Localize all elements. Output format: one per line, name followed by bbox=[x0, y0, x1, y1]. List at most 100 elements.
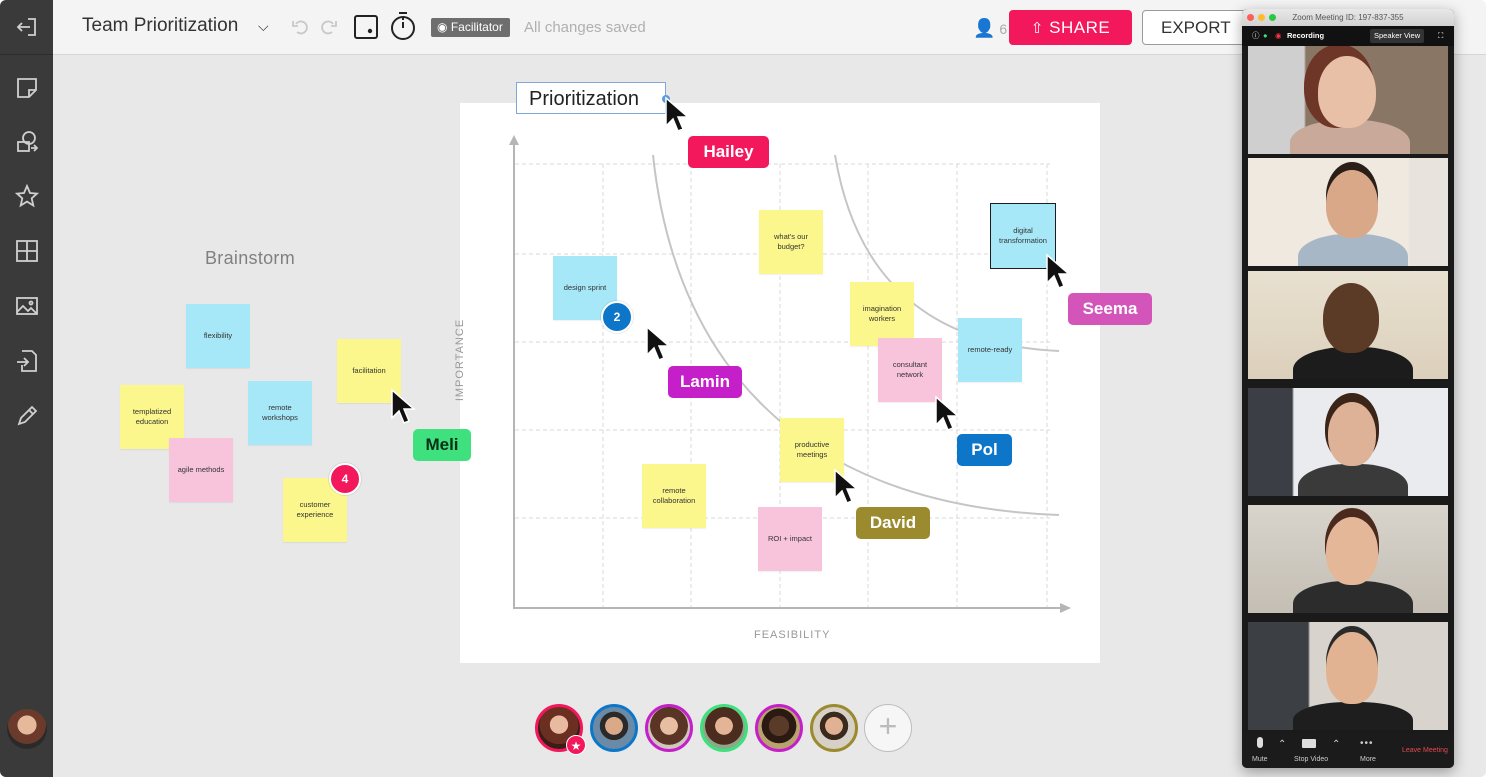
zoom-controls: Mute ⌃ Stop Video ⌃ ••• More Leave Meeti… bbox=[1242, 733, 1454, 768]
vote-badge[interactable]: 2 bbox=[601, 301, 633, 333]
leave-meeting-button[interactable]: Leave Meeting bbox=[1402, 747, 1448, 754]
shapes-icon bbox=[16, 131, 38, 152]
export-label: EXPORT bbox=[1161, 18, 1231, 37]
fullscreen-icon[interactable]: ⛶ bbox=[1438, 31, 1444, 40]
shapes-tool[interactable] bbox=[0, 115, 53, 169]
facilitator-label: Facilitator bbox=[450, 20, 503, 34]
video-tile[interactable] bbox=[1248, 388, 1448, 496]
y-axis-label: IMPORTANCE bbox=[454, 318, 466, 402]
sticky-note[interactable]: flexibility bbox=[186, 304, 250, 368]
x-axis-label: FEASIBILITY bbox=[754, 629, 831, 641]
share-label: SHARE bbox=[1049, 18, 1111, 37]
recording-icon: ◉ bbox=[1275, 31, 1282, 40]
sticky-note-tool[interactable] bbox=[0, 61, 53, 115]
video-tile[interactable] bbox=[1248, 46, 1448, 154]
sticky-note[interactable]: remote workshops bbox=[248, 381, 312, 445]
participant-avatar[interactable] bbox=[645, 704, 693, 752]
participant-avatar[interactable] bbox=[755, 704, 803, 752]
info-icon[interactable]: ⓘ bbox=[1252, 31, 1260, 40]
prioritization-board bbox=[460, 103, 1100, 663]
grid-tool[interactable] bbox=[0, 224, 53, 278]
import-icon bbox=[16, 350, 37, 372]
sticky-note[interactable]: consultant network bbox=[878, 338, 942, 402]
board-title-textbox[interactable]: Prioritization bbox=[516, 82, 666, 114]
facilitator-icon: ◉ bbox=[437, 20, 451, 34]
window-maximize-button[interactable] bbox=[1269, 14, 1276, 21]
sticky-note[interactable]: ROI + impact bbox=[758, 507, 822, 571]
star-icon bbox=[14, 183, 39, 208]
cursor-arrow-icon bbox=[391, 388, 416, 424]
lock-icon: ● bbox=[1263, 31, 1268, 40]
cursor-arrow-icon bbox=[646, 325, 671, 361]
more-icon[interactable]: ••• bbox=[1360, 738, 1374, 749]
video-tile[interactable] bbox=[1248, 505, 1448, 613]
speaker-view-label: Speaker View bbox=[1374, 31, 1421, 40]
matrix-grid bbox=[509, 135, 1071, 613]
current-user-avatar[interactable] bbox=[7, 709, 47, 749]
video-tile[interactable] bbox=[1248, 622, 1448, 730]
image-tool[interactable] bbox=[0, 279, 53, 333]
cursor-tag-david: David bbox=[856, 507, 930, 539]
save-status: All changes saved bbox=[524, 19, 646, 36]
undo-icon[interactable] bbox=[291, 17, 311, 37]
stop-video-button[interactable]: Stop Video bbox=[1294, 756, 1329, 763]
video-tile[interactable] bbox=[1248, 158, 1448, 266]
sticky-note[interactable]: facilitation bbox=[337, 339, 401, 403]
chevron-down-icon[interactable]: ⌵ bbox=[258, 18, 269, 34]
cursor-tag-seema: Seema bbox=[1068, 293, 1152, 325]
star-icon: ★ bbox=[566, 735, 586, 755]
add-participant-button[interactable]: + bbox=[864, 704, 912, 752]
window-close-button[interactable] bbox=[1247, 14, 1254, 21]
sticky-note[interactable]: agile methods bbox=[169, 438, 233, 502]
share-button[interactable]: ⇧ SHARE bbox=[1009, 10, 1132, 45]
cursor-tag-meli: Meli bbox=[413, 429, 471, 461]
pencil-icon bbox=[17, 405, 37, 426]
exit-board-button[interactable] bbox=[0, 0, 53, 55]
pencil-tool[interactable] bbox=[0, 389, 53, 443]
grid-icon bbox=[15, 240, 38, 262]
participant-avatar[interactable] bbox=[700, 704, 748, 752]
brainstorm-heading: Brainstorm bbox=[205, 248, 296, 268]
exit-icon bbox=[16, 18, 36, 36]
cursor-arrow-icon bbox=[834, 468, 859, 504]
zoom-meeting-window: Zoom Meeting ID: 197-837-355 ⓘ ● ◉ Recor… bbox=[1242, 9, 1454, 768]
sticky-note[interactable]: remote collaboration bbox=[642, 464, 706, 528]
image-icon bbox=[15, 297, 38, 315]
window-minimize-button[interactable] bbox=[1258, 14, 1265, 21]
zoom-status-bar: ⓘ ● ◉ Recording Speaker View ⛶ bbox=[1242, 26, 1454, 46]
cursor-arrow-icon bbox=[1046, 253, 1071, 289]
user-icon: 👤 bbox=[973, 18, 996, 38]
facilitator-toggle[interactable]: ◉ Facilitator bbox=[431, 18, 510, 37]
cursor-tag-hailey: Hailey bbox=[688, 136, 769, 168]
sticky-note[interactable]: productive meetings bbox=[780, 418, 844, 482]
sticky-note[interactable]: digital transformation bbox=[990, 203, 1056, 269]
sticky-note[interactable]: imagination workers bbox=[850, 282, 914, 346]
mute-button[interactable]: Mute bbox=[1252, 756, 1268, 763]
cursor-arrow-icon bbox=[665, 96, 690, 132]
video-camera-icon[interactable] bbox=[1302, 739, 1316, 748]
user-count-value: 6 bbox=[999, 21, 1008, 37]
participant-avatar[interactable] bbox=[810, 704, 858, 752]
focus-mode-icon[interactable] bbox=[353, 14, 379, 40]
speaker-view-button[interactable]: Speaker View bbox=[1370, 29, 1425, 43]
more-button[interactable]: More bbox=[1360, 756, 1376, 763]
user-count[interactable]: 👤 6 bbox=[973, 18, 1007, 39]
participant-avatar[interactable] bbox=[590, 704, 638, 752]
import-tool[interactable] bbox=[0, 334, 53, 388]
cursor-tag-pol: Pol bbox=[957, 434, 1012, 466]
sticky-note[interactable]: what's our budget? bbox=[759, 210, 823, 274]
cursor-tag-lamin: Lamin bbox=[668, 366, 742, 398]
video-tile[interactable] bbox=[1248, 271, 1448, 379]
sticky-note[interactable]: remote-ready bbox=[958, 318, 1022, 382]
upload-icon: ⇧ bbox=[1030, 20, 1044, 37]
chevron-up-icon[interactable]: ⌃ bbox=[1278, 739, 1287, 750]
star-tool[interactable] bbox=[0, 169, 53, 223]
board-title[interactable]: Team Prioritization bbox=[82, 15, 239, 36]
vote-badge[interactable]: 4 bbox=[329, 463, 361, 495]
sticky-note-icon bbox=[16, 78, 37, 98]
redo-icon[interactable] bbox=[318, 17, 338, 37]
timer-icon[interactable] bbox=[389, 11, 417, 41]
microphone-icon[interactable] bbox=[1257, 737, 1263, 748]
chevron-up-icon[interactable]: ⌃ bbox=[1332, 739, 1341, 750]
